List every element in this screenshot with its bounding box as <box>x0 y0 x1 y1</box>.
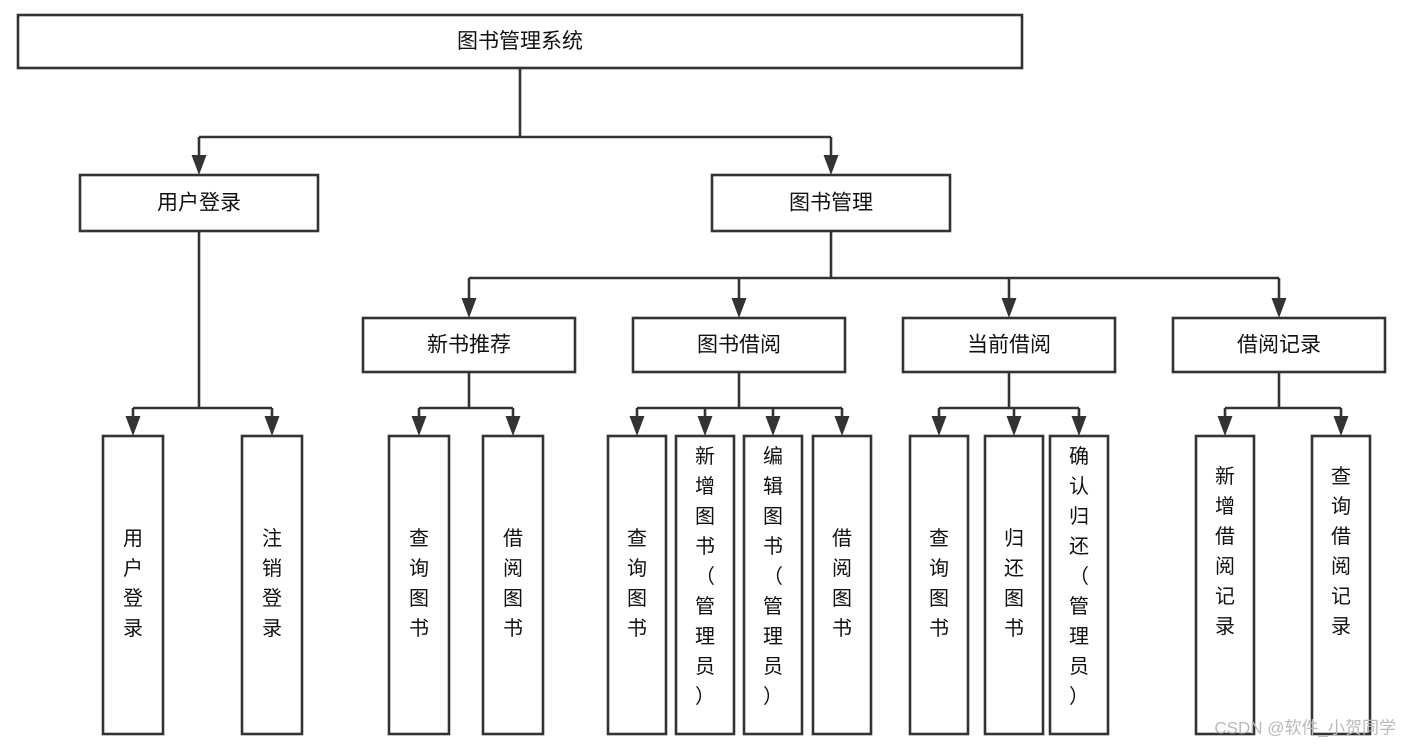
node-box <box>16 13 1024 70</box>
arrow-head-icon <box>1271 298 1287 318</box>
arrow-head-icon <box>834 416 850 436</box>
connector-root-to-level2 <box>191 68 839 175</box>
arrow-head-icon <box>1071 416 1087 436</box>
node-box <box>742 434 804 736</box>
node-label: 当前借阅 <box>967 334 1051 357</box>
node-box <box>481 434 545 736</box>
nodes-layer: 图书管理系统用户登录图书管理新书推荐图书借阅当前借阅借阅记录用户登录注销登录查询… <box>16 13 1387 736</box>
node-label: 图书管理 <box>789 192 873 215</box>
node-box <box>811 434 873 736</box>
node-box <box>1194 434 1256 736</box>
node-label: 新增图书（管理员） <box>695 445 715 708</box>
arrow-head-icon <box>1006 416 1022 436</box>
arrow-head-icon <box>931 416 947 436</box>
arrow-head-icon <box>505 416 521 436</box>
node-box <box>908 434 970 736</box>
node-current-borrow[interactable]: 当前借阅 <box>901 316 1117 374</box>
arrow-head-icon <box>629 416 645 436</box>
node-label: 用户登录 <box>123 528 143 640</box>
connector-new-book-recommend-to-leaves <box>411 372 521 436</box>
node-label: 借阅记录 <box>1237 334 1321 357</box>
arrow-head-icon <box>1217 416 1233 436</box>
node-label: 图书借阅 <box>697 334 781 357</box>
node-label: 新书推荐 <box>427 334 511 357</box>
node-leaf-query-book-borrow[interactable]: 查询图书 <box>606 434 668 736</box>
connectors-layer <box>125 68 1349 436</box>
node-leaf-add-borrow-record[interactable]: 新增借阅记录 <box>1194 434 1256 736</box>
node-label: 归还图书 <box>1004 527 1024 640</box>
node-box <box>901 316 1117 374</box>
arrow-head-icon <box>731 298 747 318</box>
node-book-management[interactable]: 图书管理 <box>710 173 952 233</box>
node-box <box>361 316 577 374</box>
node-new-book-recommend[interactable]: 新书推荐 <box>361 316 577 374</box>
node-label: 注销登录 <box>262 527 282 640</box>
node-leaf-query-book-current[interactable]: 查询图书 <box>908 434 970 736</box>
node-borrow-record[interactable]: 借阅记录 <box>1171 316 1387 374</box>
arrow-head-icon <box>1333 416 1349 436</box>
node-box <box>674 434 736 736</box>
node-leaf-query-book-recommend[interactable]: 查询图书 <box>387 434 451 736</box>
arrow-head-icon <box>697 416 713 436</box>
node-label: 用户登录 <box>157 192 241 215</box>
connector-user-login-to-leaves <box>125 231 280 436</box>
node-user-login[interactable]: 用户登录 <box>78 173 320 233</box>
node-leaf-user-login[interactable]: 用户登录 <box>101 434 165 736</box>
connector-book-management-to-level3 <box>461 231 1287 318</box>
connector-book-borrow-to-leaves <box>629 372 850 436</box>
csdn-watermark: CSDN @软件_小贺同学 <box>1214 718 1396 737</box>
node-box <box>387 434 451 736</box>
node-box <box>78 173 320 233</box>
node-box <box>240 434 304 736</box>
arrow-head-icon <box>461 298 477 318</box>
node-root[interactable]: 图书管理系统 <box>16 13 1024 70</box>
arrow-head-icon <box>125 416 141 436</box>
node-label: 查询借阅记录 <box>1331 465 1351 638</box>
arrow-head-icon <box>191 155 207 175</box>
node-leaf-logout-login[interactable]: 注销登录 <box>240 434 304 736</box>
node-label: 借阅图书 <box>832 527 852 640</box>
node-label: 查询图书 <box>409 527 429 640</box>
node-label: 借阅图书 <box>503 527 523 640</box>
node-box <box>983 434 1045 736</box>
arrow-head-icon <box>1001 298 1017 318</box>
node-box <box>1048 434 1110 736</box>
node-label: 确认归还（管理员） <box>1069 445 1089 708</box>
arrow-head-icon <box>264 416 280 436</box>
node-label: 查询图书 <box>627 527 647 640</box>
node-box <box>710 173 952 233</box>
node-leaf-return-book[interactable]: 归还图书 <box>983 434 1045 736</box>
node-leaf-edit-book-admin[interactable]: 编辑图书（管理员） <box>742 434 804 736</box>
node-leaf-borrow-book[interactable]: 借阅图书 <box>811 434 873 736</box>
node-label: 新增借阅记录 <box>1215 465 1235 638</box>
node-box <box>1171 316 1387 374</box>
node-leaf-borrow-book-recommend[interactable]: 借阅图书 <box>481 434 545 736</box>
node-box <box>606 434 668 736</box>
node-box <box>631 316 847 374</box>
connector-borrow-record-to-leaves <box>1217 372 1349 436</box>
node-book-borrow[interactable]: 图书借阅 <box>631 316 847 374</box>
node-box <box>101 434 165 736</box>
node-leaf-query-borrow-record[interactable]: 查询借阅记录 <box>1310 434 1372 736</box>
arrow-head-icon <box>765 416 781 436</box>
node-leaf-add-book-admin[interactable]: 新增图书（管理员） <box>674 434 736 736</box>
node-leaf-confirm-return-admin[interactable]: 确认归还（管理员） <box>1048 434 1110 736</box>
connector-current-borrow-to-leaves <box>931 372 1087 436</box>
arrow-head-icon <box>411 416 427 436</box>
arrow-head-icon <box>823 155 839 175</box>
node-label: 图书管理系统 <box>457 30 583 53</box>
node-label: 查询图书 <box>929 527 949 640</box>
node-label: 编辑图书（管理员） <box>763 445 783 708</box>
node-box <box>1310 434 1372 736</box>
